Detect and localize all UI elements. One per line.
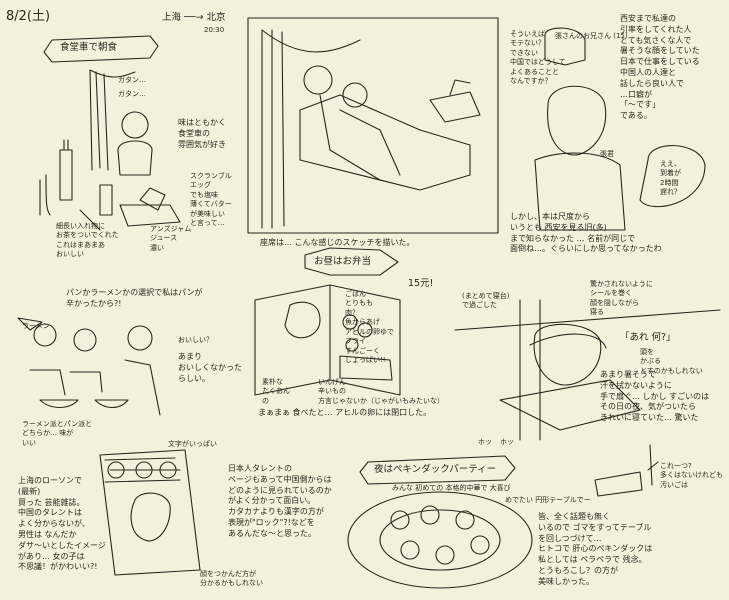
panel8-side: これ一つ? 多くはないけれども 汚いごは xyxy=(660,462,723,489)
bento-box xyxy=(254,284,401,396)
panel6-top-note: 驚かされないように シールを巻く 顔を隠しながら 寝る xyxy=(590,280,653,317)
date-header: 8/2(土) xyxy=(6,9,51,24)
panel6-sound2: ホッ xyxy=(500,438,514,446)
panel3-label-name: 張君 xyxy=(600,150,614,158)
round-table xyxy=(347,491,533,589)
panel6-top-left: (まとめて寝台) で過ごした xyxy=(462,292,510,310)
panel1-drink-note: 細長い入れ物に お茶をついでくれた これはまあまあ おいしい xyxy=(56,222,119,259)
route-header: 上海 ──→ 北京 xyxy=(162,12,226,23)
panel3-speech: そういえば モテない？ できない 中国ではどうして よくあることと なんですか？ xyxy=(510,30,566,86)
banner-panel1 xyxy=(43,35,159,63)
panel4-bottom: ラーメン派とパン派と どちらか… 味が いい xyxy=(22,420,93,447)
panel8-table-label: めでたい 円形テーブルでー xyxy=(505,496,591,504)
magazine-frame xyxy=(99,449,201,576)
panel3-bubble: ええ、 到着が 2時間 遅れ？ xyxy=(660,160,681,197)
panel8-body: 皆、全く話題も無く いるので ゴマをすってテーブル を回しつづけて… ヒトコで … xyxy=(538,512,653,586)
panel7-left-text: 上海のローソンで (最新) 買った 芸能雑誌。 中国のタレントは よく分からない… xyxy=(18,476,106,572)
panel1-sound2: ガタン… xyxy=(118,90,146,98)
panel3-note-top: 西安まで私達の 引率をしてくれた人 とても気さくな人で 暑そうな顔をしていた 日… xyxy=(620,14,700,121)
panel6-sound: ホッ xyxy=(478,438,492,446)
panel6-mid-note: 頭を かぶる とすのかもしれない xyxy=(640,348,703,375)
panel4-speech-a: ラーメン xyxy=(22,322,50,330)
time-label: 20:30 xyxy=(204,26,225,34)
panel6-body: あまり暑そうで 汗を拭かないように 手で扇ぐ… しかし すごいのは その日の夜、… xyxy=(600,370,710,423)
panel1-toast-note: スクランブル エッグ でも塩味 薄くてバター が美味しい と言って… xyxy=(190,172,232,228)
panel2-caption: 座席は… こんな感じのスケッチを描いた。 xyxy=(260,238,415,247)
panel4-comment: あまり おいしくなかった らしい。 xyxy=(178,352,242,383)
panel4-speech-b: おいしい？ xyxy=(178,336,213,344)
banner-panel8 xyxy=(359,455,516,485)
panel1-sound1: ガタン… xyxy=(118,76,146,84)
panel5-labels: ごはん とりもも 肉？ 魚からあげ アヒルの卵ゆで フライ すんごーく しょっぱ… xyxy=(345,290,394,365)
panel4-title: パンかラーメンかの選択で私はパンが 辛かったから?! xyxy=(66,288,203,308)
frame-panel2 xyxy=(247,17,499,234)
panel5-price: 15元! xyxy=(408,278,434,289)
panel1-jam-note: アンズジャム ジュース 濃い xyxy=(150,225,192,252)
panel7-frame-text: 日本人タレントの ページもあって中国側からは どのように見られているのか がよく… xyxy=(228,464,332,538)
panel6-quote: 「あれ 何?」 xyxy=(620,332,676,343)
panel1-comment: 味はともかく 食堂車の 雰囲気が好き xyxy=(178,118,226,149)
panel7-bottom: 顔をつかんだ方が 分かるかもしれない xyxy=(200,570,263,588)
panel5-mid-note: いんげん 辛いもの 方言じゃないか（じゃがいもみたいな） xyxy=(318,378,444,405)
panel7-note-top: 文字がいっぱい xyxy=(168,440,217,448)
panel5-title: お昼はお弁当 xyxy=(314,256,372,267)
panel8-title: 夜はペキンダックパーティー xyxy=(374,464,497,475)
panel1-title: 食堂車で朝食 xyxy=(60,42,118,53)
panel3-speech-name: 張さんのお兄さん (15) xyxy=(555,32,628,40)
panel3-bottom: しかし、本は尺度から いうとも 西安を見る旧(多) まで知らなかった … 名前が… xyxy=(510,212,662,254)
panel8-subtitle: みんな 初めての 本格的中華で 大喜び xyxy=(392,484,511,492)
panel5-bottom: まぁまぁ 食べたと… アヒルの卵には閉口した。 xyxy=(258,408,432,417)
panel5-left-note: 素朴な たくあん の xyxy=(262,378,290,405)
